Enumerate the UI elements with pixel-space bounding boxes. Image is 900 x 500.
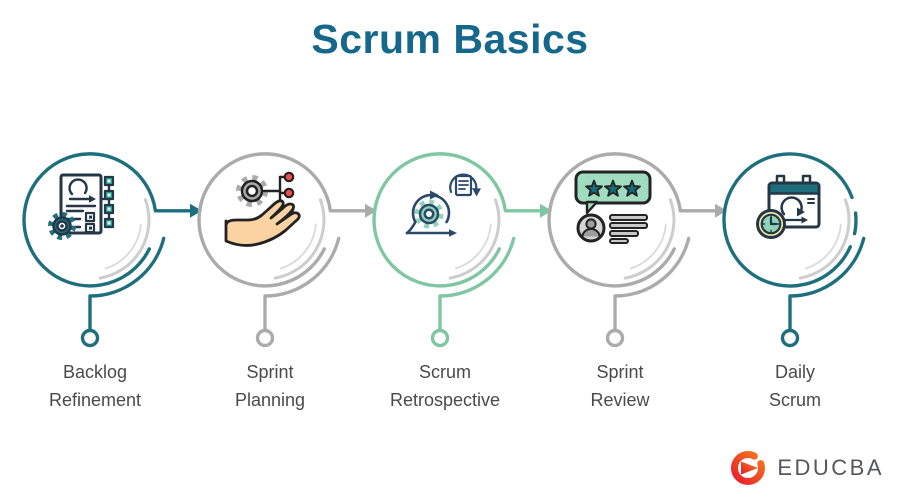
step-label-line2: Planning: [234, 390, 306, 410]
step-label-line2: Scrum: [768, 390, 821, 410]
shadow-swoosh: [798, 198, 851, 280]
rating-feedback-icon: [570, 168, 660, 250]
step-circle: [722, 152, 854, 288]
step-label-line2: Refinement: [48, 390, 142, 410]
stem-dot: [780, 328, 800, 348]
step-backlog-refinement: Backlog Refinement: [5, 128, 205, 418]
arrow-right-icon: [540, 203, 552, 218]
stem-dot: [80, 328, 100, 348]
outer-arc: [88, 236, 166, 333]
step-label: Sprint Planning: [172, 358, 368, 414]
step-label-line1: Sprint: [596, 362, 644, 382]
hand-gear-icon: [220, 168, 310, 250]
step-label: Sprint Review: [522, 358, 718, 414]
shadow-swoosh: [104, 223, 142, 270]
step-label: Daily Scrum: [697, 358, 893, 414]
educba-logo-text: EDUCBA: [777, 455, 884, 480]
step-scrum-retrospective: Scrum Retrospective: [355, 128, 555, 418]
step-circle: [372, 152, 545, 288]
shadow-swoosh: [629, 223, 667, 270]
stem-dot: [255, 328, 275, 348]
shadow-swoosh: [623, 198, 676, 280]
step-label-line1: Backlog: [62, 362, 128, 382]
step-sprint-planning: Sprint Planning: [180, 128, 380, 418]
shadow-swoosh: [448, 198, 501, 280]
educba-e-icon: [731, 451, 766, 485]
step-label: Scrum Retrospective: [347, 358, 543, 414]
arrow-right-icon: [190, 203, 202, 218]
stem-dot: [605, 328, 625, 348]
outer-arc: [438, 236, 516, 333]
arrow-right-icon: [365, 203, 377, 218]
step-circle-segment: [852, 211, 858, 236]
step-circle: [197, 152, 370, 288]
step-circle-graphic: [197, 152, 377, 348]
arrow-right-icon: [715, 203, 727, 218]
step-label-line2: Review: [590, 390, 650, 410]
step-label: Backlog Refinement: [0, 358, 193, 414]
step-circle: [22, 152, 195, 288]
backlog-board-icon: [45, 168, 135, 250]
step-circle-graphic: [372, 152, 552, 348]
page-title: Scrum Basics: [311, 16, 589, 62]
stem-dot: [430, 328, 450, 348]
step-sprint-review: Sprint Review: [530, 128, 730, 418]
calendar-clock-icon: [745, 168, 835, 250]
step-circle: [547, 152, 720, 288]
educba-logo: EDUCBA: [726, 446, 884, 490]
step-label-line1: Scrum: [418, 362, 471, 382]
step-label-line1: Sprint: [246, 362, 294, 382]
step-circle-graphic: [547, 152, 727, 348]
shadow-swoosh: [454, 223, 492, 270]
shadow-swoosh: [273, 198, 326, 280]
step-daily-scrum: Daily Scrum: [705, 128, 900, 418]
outer-arc: [613, 236, 691, 333]
outer-arc: [263, 236, 341, 333]
outer-arc: [788, 236, 866, 333]
step-circle-graphic: [722, 152, 866, 348]
shadow-swoosh: [98, 198, 151, 280]
step-label-line1: Daily: [774, 362, 815, 382]
sprint-loop-document-icon: [395, 168, 485, 250]
step-circle-graphic: [22, 152, 202, 348]
step-label-line2: Retrospective: [389, 390, 501, 410]
shadow-swoosh: [804, 223, 842, 270]
shadow-swoosh: [279, 223, 317, 270]
